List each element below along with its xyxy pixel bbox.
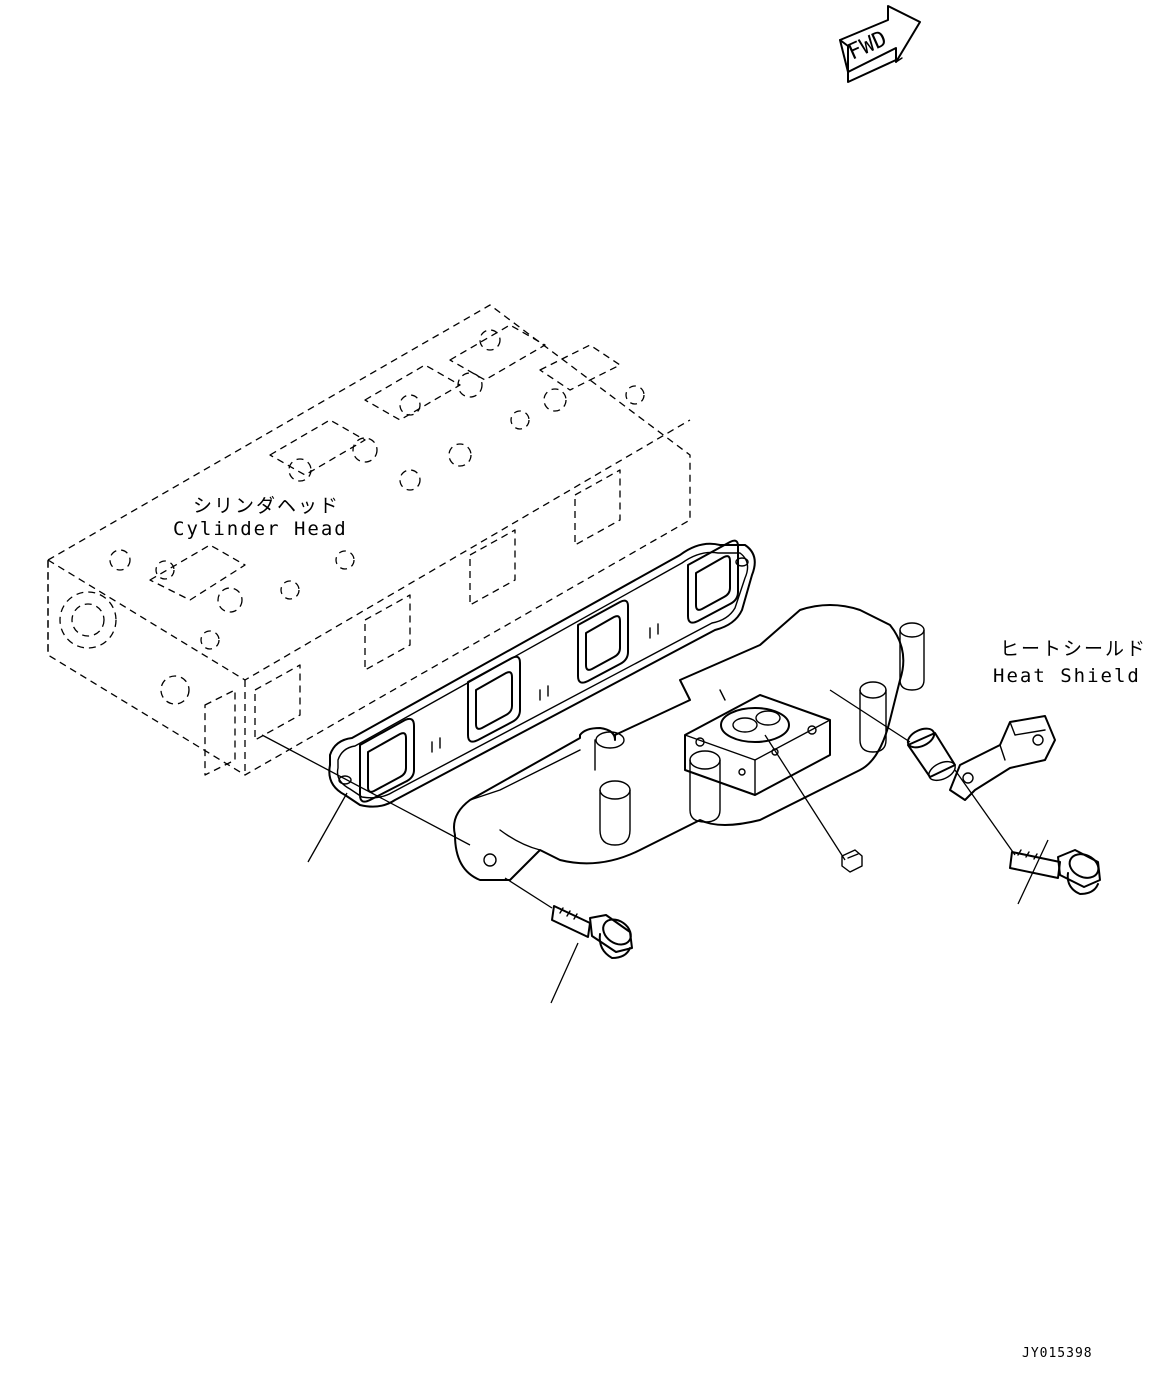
heat-shield-label-ja: ヒートシールド [1000, 638, 1148, 660]
cylinder-head [47, 304, 691, 776]
stud [841, 849, 863, 873]
leader-lines [307, 792, 1049, 1004]
manifold-bolt [551, 905, 633, 959]
fwd-text: FWD [844, 26, 890, 65]
exhaust-manifold [453, 604, 925, 881]
cylinder-head-label-ja: シリンダヘッド [193, 495, 341, 517]
cylinder-head-label-en: Cylinder Head [173, 518, 348, 540]
heat-shield-bracket [949, 715, 1056, 801]
drawing-code: JY015398 [1022, 1346, 1093, 1361]
manifold-gasket [328, 539, 756, 808]
heat-shield-label-en: Heat Shield [993, 665, 1141, 687]
heat-shield-bolt [1009, 849, 1101, 895]
fwd-arrow-icon: FWD [839, 5, 921, 83]
alignment-lines [261, 689, 1016, 909]
spacer-collar [906, 727, 956, 782]
